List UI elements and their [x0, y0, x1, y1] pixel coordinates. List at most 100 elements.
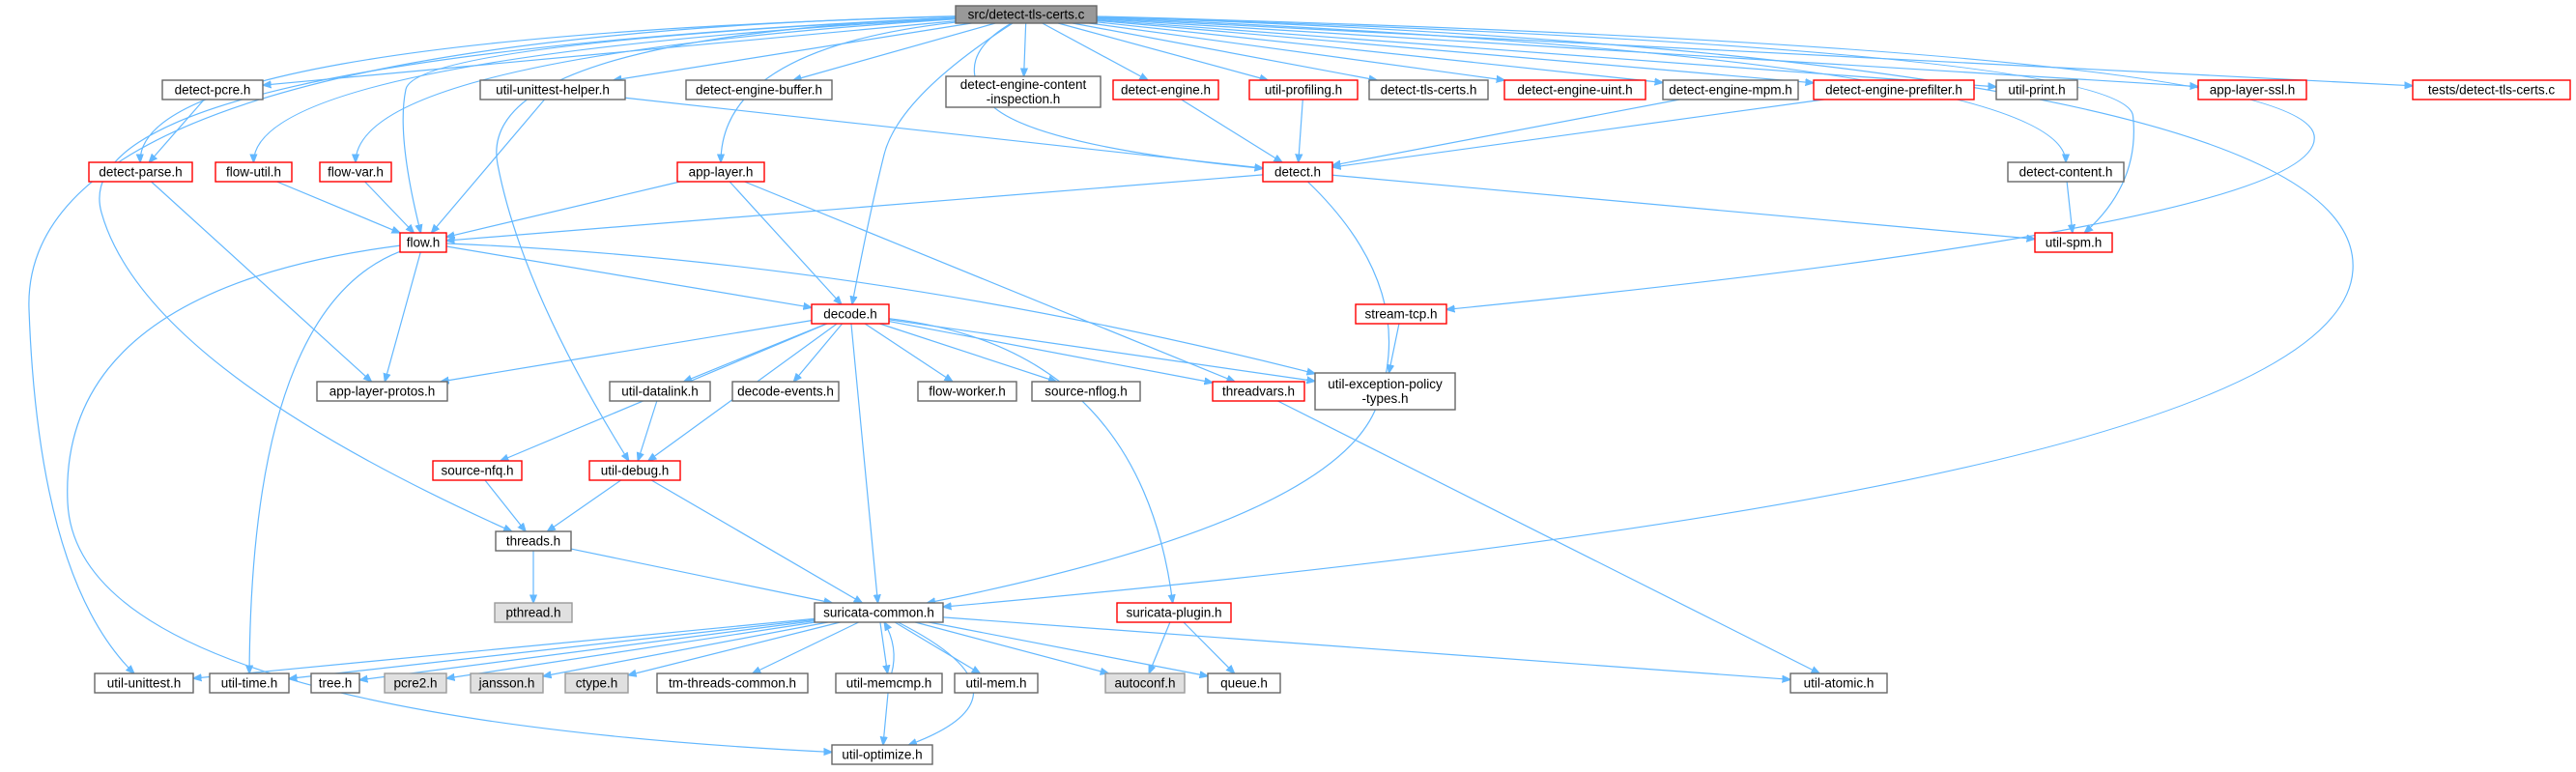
node-box — [945, 75, 1102, 108]
edge-root-to-util-spm — [1096, 15, 2134, 233]
node-box — [1662, 79, 1799, 100]
node-tm-threads-common[interactable]: tm-threads-common.h — [656, 672, 809, 694]
node-root[interactable]: src/detect-tls-certs.c — [955, 5, 1098, 24]
node-util-atomic[interactable]: util-atomic.h — [1789, 672, 1888, 694]
edge-line — [628, 621, 841, 675]
node-detect-engine-buffer[interactable]: detect-engine-buffer.h — [685, 79, 833, 100]
edge-flow-var-to-flow-h — [364, 181, 415, 233]
node-flow-var[interactable]: flow-var.h — [319, 161, 392, 183]
node-queue-h[interactable]: queue.h — [1207, 672, 1281, 694]
edge-line — [1183, 621, 1235, 673]
edge-line — [850, 323, 878, 603]
node-util-unittest[interactable]: util-unittest.h — [94, 672, 194, 694]
node-suricata-common[interactable]: suricata-common.h — [814, 602, 944, 623]
node-label: util-mem.h — [965, 676, 1026, 691]
edge-line — [1277, 400, 1819, 673]
node-box — [831, 744, 933, 765]
edge-app-layer-to-threadvars — [744, 181, 1235, 382]
node-app-layer-ssl[interactable]: app-layer-ssl.h — [2197, 79, 2307, 100]
node-threads-h[interactable]: threads.h — [495, 530, 572, 552]
node-decode-events[interactable]: decode-events.h — [731, 381, 840, 402]
node-detect-h[interactable]: detect.h — [1262, 161, 1333, 183]
edge-root-to-flow-var — [356, 18, 957, 162]
node-detect-engine-mpm[interactable]: detect-engine-mpm.h — [1662, 79, 1799, 100]
edge-line — [1332, 99, 1680, 165]
node-detect-engine-prefilter[interactable]: detect-engine-prefilter.h — [1813, 79, 1975, 100]
node-box — [814, 602, 944, 623]
node-threadvars[interactable]: threadvars.h — [1212, 381, 1305, 402]
edge-line — [28, 15, 957, 673]
edge-suricata-common-to-util-unittest — [193, 617, 816, 678]
edge-suricata-common-to-util-memcmp — [879, 621, 888, 673]
edge-util-unittest-helper-to-detect-h — [624, 97, 1263, 168]
node-util-memcmp[interactable]: util-memcmp.h — [835, 672, 943, 694]
node-flow-h[interactable]: flow.h — [399, 232, 447, 253]
node-box — [432, 460, 523, 481]
node-app-layer-protos[interactable]: app-layer-protos.h — [316, 381, 448, 402]
node-label: -inspection.h — [987, 92, 1061, 106]
edge-flow-h-to-util-time — [249, 250, 401, 673]
node-autoconf: autoconf.h — [1104, 672, 1186, 694]
node-detect-engine[interactable]: detect-engine.h — [1112, 79, 1219, 100]
node-detect-engine-uint[interactable]: detect-engine-uint.h — [1503, 79, 1646, 100]
edge-line — [1096, 21, 1663, 83]
node-detect-tls-certs-h[interactable]: detect-tls-certs.h — [1368, 79, 1489, 100]
node-label: detect-engine-buffer.h — [696, 83, 822, 98]
node-util-optimize[interactable]: util-optimize.h — [831, 744, 933, 765]
edge-line — [729, 181, 842, 304]
node-box — [811, 303, 890, 325]
edge-root-to-detect-content — [1096, 16, 2066, 162]
node-label: pthread.h — [505, 606, 560, 620]
edge-decode-h-to-suricata-plugin — [888, 318, 1173, 603]
dependency-nodes: src/detect-tls-certs.c detect-pcre.h util-… — [88, 5, 2571, 765]
node-source-nflog[interactable]: source-nflog.h — [1031, 381, 1141, 402]
edge-decode-h-to-suricata-common — [850, 323, 878, 603]
edge-detect-h-to-util-spm — [1331, 174, 2035, 239]
node-util-debug[interactable]: util-debug.h — [588, 460, 681, 481]
node-box — [954, 672, 1039, 694]
edge-line — [650, 479, 862, 603]
node-source-nfq[interactable]: source-nfq.h — [432, 460, 523, 481]
node-stream-tcp[interactable]: stream-tcp.h — [1355, 303, 1447, 325]
node-tests-detect-tls-certs[interactable]: tests/detect-tls-certs.c — [2412, 79, 2571, 100]
node-box — [1503, 79, 1646, 100]
edge-line — [1089, 22, 1505, 80]
node-box — [399, 232, 447, 253]
node-box — [2007, 161, 2125, 183]
node-util-exception-policy[interactable]: util-exception-policy-types.h — [1314, 372, 1456, 411]
node-label: tree.h — [319, 676, 353, 691]
node-util-time[interactable]: util-time.h — [209, 672, 290, 694]
node-label: autoconf.h — [1114, 676, 1175, 691]
edge-line — [624, 97, 1263, 168]
node-decode-h[interactable]: decode.h — [811, 303, 890, 325]
node-detect-content[interactable]: detect-content.h — [2007, 161, 2125, 183]
edge-line — [1096, 15, 2315, 309]
node-tree-h[interactable]: tree.h — [310, 672, 360, 694]
edge-line — [879, 323, 1057, 382]
node-label: util-datalink.h — [621, 385, 699, 399]
node-suricata-plugin[interactable]: suricata-plugin.h — [1116, 602, 1232, 623]
node-label: tm-threads-common.h — [669, 676, 796, 691]
node-box — [1314, 372, 1456, 411]
node-detect-engine-content[interactable]: detect-engine-content-inspection.h — [945, 75, 1102, 108]
node-util-unittest-helper[interactable]: util-unittest-helper.h — [479, 79, 626, 100]
node-util-print[interactable]: util-print.h — [1995, 79, 2078, 100]
node-flow-worker[interactable]: flow-worker.h — [917, 381, 1017, 402]
node-flow-util[interactable]: flow-util.h — [215, 161, 293, 183]
node-util-spm[interactable]: util-spm.h — [2034, 232, 2113, 253]
edge-app-layer-to-decode-h — [729, 181, 842, 304]
node-detect-parse[interactable]: detect-parse.h — [88, 161, 193, 183]
node-util-datalink[interactable]: util-datalink.h — [609, 381, 711, 402]
edge-line — [484, 479, 526, 531]
node-app-layer[interactable]: app-layer.h — [676, 161, 765, 183]
node-label: detect-content.h — [2019, 165, 2113, 180]
node-util-profiling[interactable]: util-profiling.h — [1248, 79, 1359, 100]
edge-root-to-util-unittest-helper — [614, 22, 972, 80]
edge-root-to-tests-detect-tls-certs — [1096, 17, 2413, 86]
node-detect-pcre[interactable]: detect-pcre.h — [161, 79, 264, 100]
node-util-mem[interactable]: util-mem.h — [954, 672, 1039, 694]
node-label: app-layer-ssl.h — [2210, 83, 2296, 98]
edge-line — [570, 548, 832, 603]
edge-suricata-common-to-autoconf — [915, 621, 1108, 673]
edge-root-to-detect-engine-mpm — [1096, 21, 1663, 83]
